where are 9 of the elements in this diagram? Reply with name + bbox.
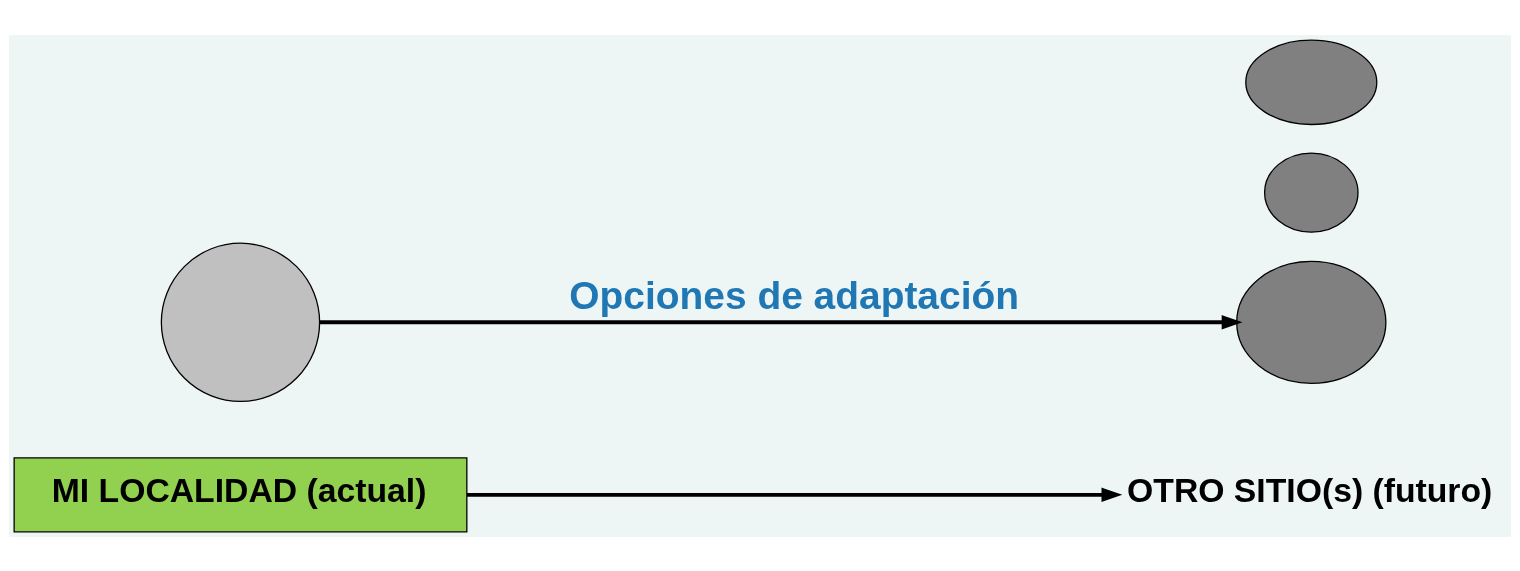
arrow xyxy=(319,314,1243,330)
edge-label: Opciones de adaptación xyxy=(569,273,1020,317)
node-ellipse xyxy=(1236,260,1387,384)
node-ellipse xyxy=(1263,151,1359,233)
arrow xyxy=(467,487,1123,502)
node-box: MI LOCALIDAD (actual) xyxy=(13,456,468,532)
node-ellipse xyxy=(160,242,321,402)
node-ellipse xyxy=(1245,39,1378,125)
node-text: OTRO SITIO(s) (futuro) xyxy=(1127,470,1493,509)
